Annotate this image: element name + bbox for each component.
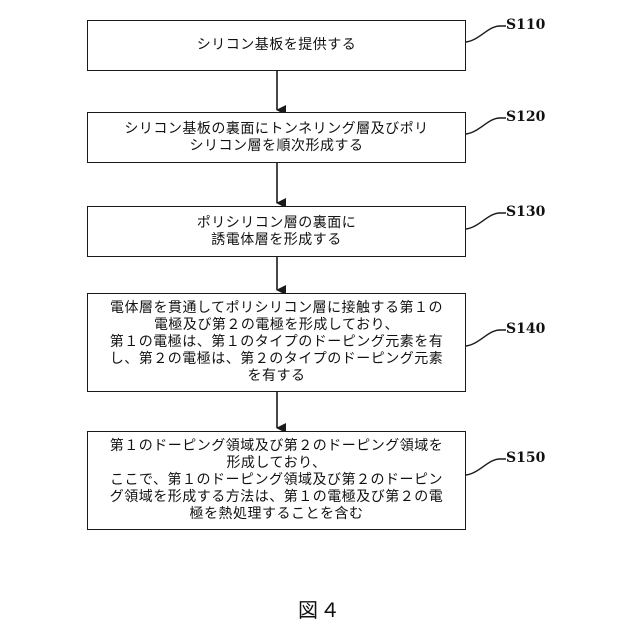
- step-text-s140: 電体層を貫通してポリシリコン層に接触する第１の 電極及び第２の電極を形成しており…: [110, 300, 444, 385]
- step-box-s140: 電体層を貫通してポリシリコン層に接触する第１の 電極及び第２の電極を形成しており…: [87, 293, 466, 392]
- step-label-s140: S140: [506, 321, 545, 337]
- leader-s130: [466, 213, 506, 229]
- step-text-s150: 第１のドーピング領域及び第２のドーピング領域を 形成しており、 ここで、第１のド…: [110, 438, 444, 523]
- leader-s110: [466, 26, 506, 42]
- step-box-s150: 第１のドーピング領域及び第２のドーピング領域を 形成しており、 ここで、第１のド…: [87, 431, 466, 530]
- step-label-s120: S120: [506, 109, 545, 125]
- leader-s140: [466, 330, 506, 346]
- step-label-s150: S150: [506, 450, 545, 466]
- step-label-s110: S110: [506, 17, 545, 33]
- step-text-s120: シリコン基板の裏面にトンネリング層及びポリ シリコン層を順次形成する: [124, 121, 428, 155]
- step-label-s130: S130: [506, 204, 545, 220]
- step-text-s110: シリコン基板を提供する: [197, 37, 357, 54]
- figure-caption: 図４: [0, 594, 640, 623]
- step-text-s130: ポリシリコン層の裏面に 誘電体層を形成する: [197, 215, 357, 249]
- step-box-s130: ポリシリコン層の裏面に 誘電体層を形成する: [87, 206, 466, 257]
- leader-s120: [466, 118, 506, 134]
- leader-s150: [466, 459, 506, 475]
- step-box-s120: シリコン基板の裏面にトンネリング層及びポリ シリコン層を順次形成する: [87, 112, 466, 163]
- step-box-s110: シリコン基板を提供する: [87, 20, 466, 71]
